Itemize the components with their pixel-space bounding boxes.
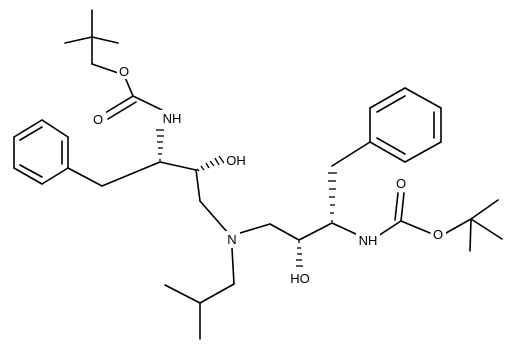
bond — [445, 218, 472, 234]
atom-o-ether-right: O — [433, 227, 443, 242]
boc-group-left — [64, 9, 163, 120]
bond — [239, 223, 271, 234]
atom-label-nh-right: NH — [356, 232, 380, 249]
hashed-wedge-oh-right — [296, 241, 303, 267]
atom-nh-right: NH — [359, 233, 378, 248]
bond — [469, 218, 472, 252]
hash-line — [205, 162, 210, 169]
bond — [41, 167, 69, 185]
atom-o-carbonyl-right: O — [396, 176, 406, 191]
bond — [376, 137, 406, 155]
atom-o-carbonyl-left: O — [93, 112, 103, 127]
atom-label-o-ether-right: O — [431, 226, 446, 243]
bond — [470, 199, 499, 220]
hash-line — [196, 168, 200, 172]
bond — [400, 192, 405, 222]
bond — [199, 283, 235, 304]
bond — [19, 164, 43, 178]
hash-line — [200, 165, 205, 171]
atom-o-ether-left: O — [119, 64, 129, 79]
hash-line — [218, 155, 225, 164]
bond — [41, 119, 69, 138]
bond — [231, 247, 235, 285]
atom-label-ho-right: HO — [288, 270, 312, 287]
bond — [91, 36, 119, 44]
atom-label-nh-left: NH — [160, 110, 184, 127]
phenyl-ring-right — [369, 87, 442, 163]
atom-n-center: N — [227, 232, 236, 247]
atom-oh-left: OH — [226, 153, 246, 168]
bond — [331, 141, 371, 167]
bond — [404, 87, 442, 109]
bond — [400, 220, 431, 234]
bond — [19, 126, 43, 141]
bond — [13, 167, 43, 185]
bond — [132, 95, 163, 111]
atom-label-o-carbonyl-right: O — [394, 175, 409, 192]
atom-label-n-center: N — [225, 231, 240, 248]
bond — [394, 192, 399, 221]
backbone-left — [67, 161, 229, 234]
bond — [13, 119, 43, 138]
hash-line — [214, 157, 220, 166]
hashed-wedge-benzyl-right — [328, 172, 337, 222]
isobutyl-chain — [164, 247, 235, 340]
atom-nh-left: NH — [163, 111, 182, 126]
bond — [369, 141, 406, 163]
hashed-wedge-nh-left — [156, 129, 164, 161]
bond — [101, 161, 161, 187]
bond — [104, 95, 134, 114]
bond — [376, 95, 406, 113]
bond — [331, 222, 359, 236]
hashed-wedge-oh-left — [196, 155, 225, 172]
hash-line — [209, 160, 215, 167]
bond — [67, 167, 103, 187]
bond — [199, 200, 229, 234]
bond — [195, 169, 201, 202]
bond — [269, 223, 300, 241]
backbone-right — [239, 222, 359, 241]
bond — [164, 284, 201, 304]
atom-label-oh-left: OH — [224, 152, 248, 169]
atom-label-o-carbonyl-left: O — [91, 111, 106, 127]
bond — [107, 101, 137, 120]
bond — [64, 36, 93, 44]
bond — [404, 141, 442, 163]
bond — [159, 161, 197, 171]
phenyl-ring-left — [13, 119, 69, 185]
bond — [298, 222, 333, 241]
atom-label-o-ether-left: O — [117, 63, 132, 79]
bond — [470, 218, 503, 240]
bond — [369, 87, 406, 109]
atom-ho-right: HO — [290, 271, 310, 286]
